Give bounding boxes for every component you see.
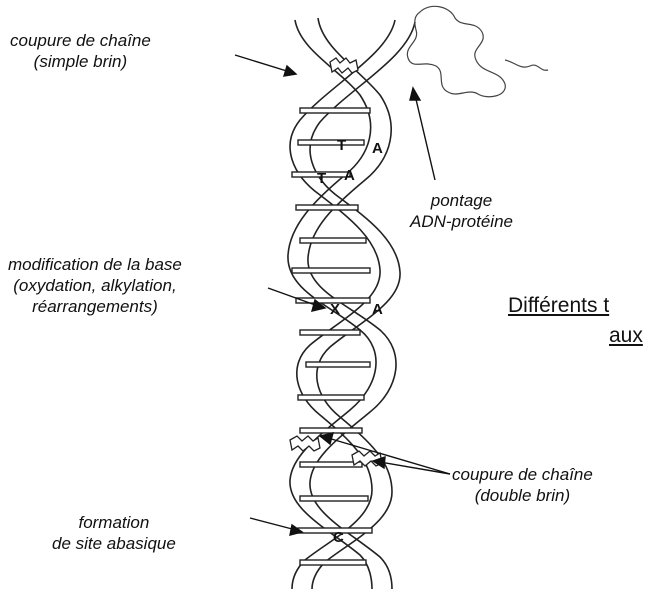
label-abasic-site: formation de site abasique: [52, 512, 176, 554]
label-base-modification: modification de la base (oxydation, alky…: [8, 254, 182, 317]
label-single-break: coupure de chaîne (simple brin): [10, 30, 151, 72]
base-letter-a2: A: [344, 167, 355, 184]
label-crosslink: pontage ADN-protéine: [410, 190, 513, 232]
arrow-base-mod: [268, 288, 318, 306]
single-break-mark: [330, 58, 358, 73]
arrow-double-break-1: [328, 438, 450, 474]
label-line: réarrangements): [8, 296, 182, 317]
arrow-abasic: [250, 518, 296, 530]
base-pair: [292, 268, 370, 273]
base-letter-a3: A: [372, 301, 383, 318]
label-line: (oxydation, alkylation,: [8, 275, 182, 296]
arrow-single-break: [235, 55, 290, 72]
arrowhead: [284, 66, 296, 76]
base-pair: [300, 428, 362, 433]
arrowhead: [410, 88, 420, 100]
base-letter-t1: T: [337, 137, 346, 154]
base-letter-c: C: [333, 529, 344, 546]
label-line: (double brin): [452, 485, 593, 506]
label-line: (simple brin): [10, 51, 151, 72]
title-fragment-line1: Différents t: [508, 292, 609, 320]
base-pair: [300, 108, 370, 113]
protein-shape: [407, 6, 548, 96]
base-pair: [298, 140, 364, 145]
base-pair: [300, 330, 360, 335]
base-pair: [300, 560, 366, 565]
label-line: coupure de chaîne: [452, 464, 593, 485]
title-fragment-line2: aux: [609, 322, 643, 350]
base-letter-t2: T: [317, 170, 326, 187]
base-pair: [300, 496, 368, 501]
arrow-crosslink: [415, 95, 435, 180]
label-line: pontage: [410, 190, 513, 211]
label-line: ADN-protéine: [410, 211, 513, 232]
base-pair: [296, 205, 358, 210]
base-pair: [306, 362, 370, 367]
base-pair: [298, 395, 364, 400]
label-line: coupure de chaîne: [10, 30, 151, 51]
label-line: modification de la base: [8, 254, 182, 275]
base-pair: [300, 238, 366, 243]
base-letter-x: X: [330, 301, 340, 318]
base-letter-a1: A: [372, 140, 383, 157]
label-line: de site abasique: [52, 533, 176, 554]
label-double-break: coupure de chaîne (double brin): [452, 464, 593, 506]
arrowhead: [320, 433, 333, 444]
base-pair: [300, 462, 362, 467]
label-line: formation: [52, 512, 176, 533]
